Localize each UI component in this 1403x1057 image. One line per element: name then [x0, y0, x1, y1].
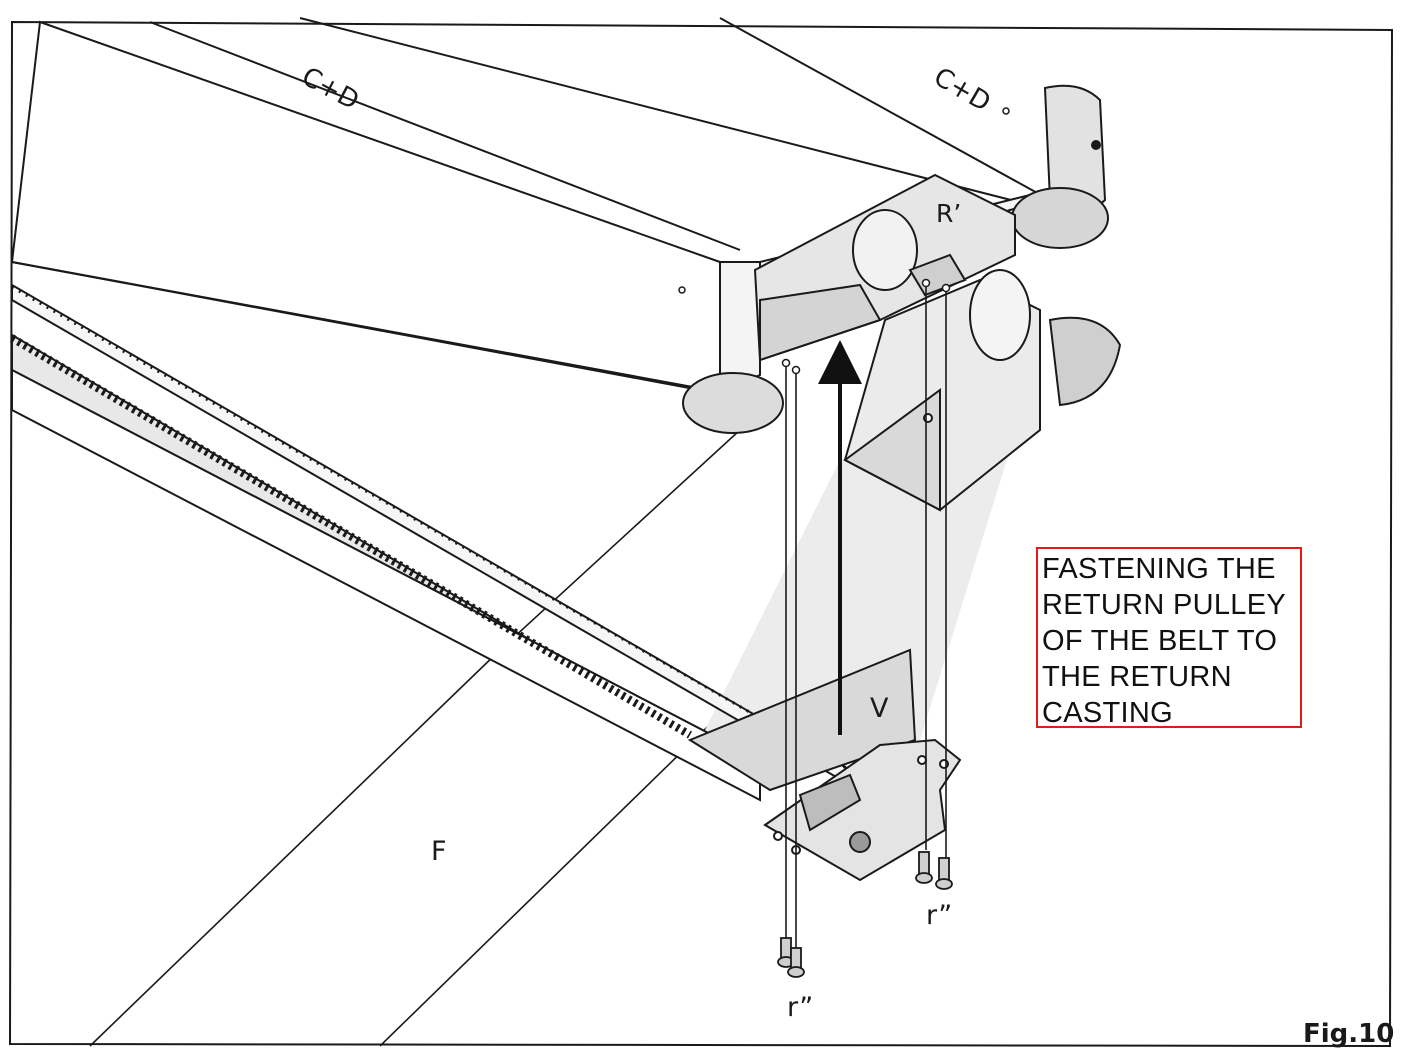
figure-number: Fig.10 — [1303, 1019, 1394, 1049]
label-r-prime: R’ — [936, 199, 961, 228]
label-v: V — [870, 693, 889, 724]
toothed-belt — [9, 285, 851, 772]
label-r-double-right: r” — [926, 900, 952, 931]
rail-hole — [678, 286, 686, 294]
screw-guide-lines — [785, 285, 947, 950]
figure-frame — [8, 20, 1394, 1048]
instruction-callout: FASTENING THE RETURN PULLEY OF THE BELT … — [1036, 547, 1302, 729]
bracket-plate — [687, 648, 962, 882]
callout-line: OF THE BELT TO — [1042, 625, 1278, 657]
label-r-double-bottom: r” — [787, 992, 813, 1023]
callout-line: CASTING — [1042, 697, 1173, 729]
lower-rail — [11, 283, 851, 802]
screws-right — [915, 851, 953, 890]
callout-line: RETURN PULLEY — [1042, 589, 1287, 621]
rail-end-cap — [1011, 84, 1109, 249]
callout-line: FASTENING THE — [1042, 553, 1276, 585]
return-casting — [753, 173, 1016, 362]
rail-lower-cap — [682, 372, 784, 434]
top-screw-holes — [781, 278, 951, 375]
screws-bottom — [777, 937, 805, 978]
column-shadow — [700, 450, 1010, 740]
label-f: F — [431, 836, 447, 867]
pulley-assembly — [843, 269, 1122, 512]
label-cd-left: C+D — [297, 62, 364, 117]
label-cd-right: C+D — [929, 62, 996, 118]
callout-line: THE RETURN — [1042, 661, 1232, 693]
rail-hole — [1002, 107, 1010, 115]
mounting-direction-arrow — [818, 340, 862, 735]
